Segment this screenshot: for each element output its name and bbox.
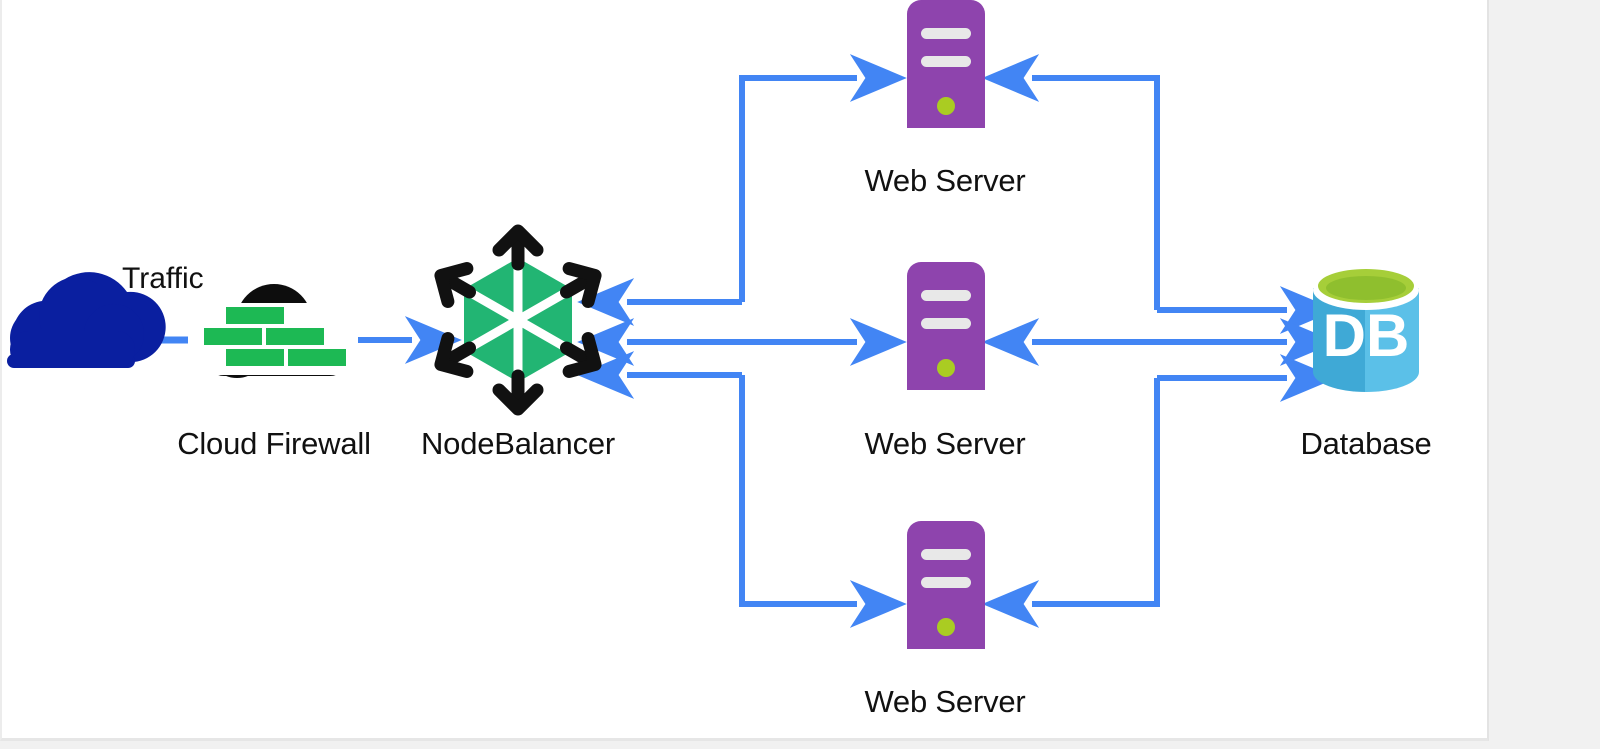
database-icon[interactable]: DB	[1313, 269, 1419, 392]
server-icon-2[interactable]	[907, 262, 985, 390]
database-badge-text: DB	[1323, 302, 1410, 369]
edge-db-to-server1	[982, 54, 1160, 310]
edge-balancer-to-server1	[739, 54, 907, 302]
web-server-3-label: Web Server	[864, 684, 1026, 719]
nodebalancer-label: NodeBalancer	[420, 426, 616, 461]
edge-db-to-server3	[982, 378, 1160, 628]
traffic-label: Traffic	[122, 262, 204, 295]
edge-balancer-to-server3	[739, 375, 907, 628]
connection-layer	[146, 54, 1337, 628]
cloud-firewall-label: Cloud Firewall	[177, 426, 371, 461]
firewall-icon[interactable]	[198, 284, 358, 378]
web-server-1-label: Web Server	[864, 163, 1026, 198]
architecture-diagram: DB	[7, 0, 1419, 649]
diagram-canvas: DB Traffic Cloud Firewall NodeBalancer W…	[0, 0, 1489, 741]
firewall-bricks	[198, 303, 358, 375]
server-icon-3[interactable]	[907, 521, 985, 649]
cloud-icon[interactable]	[7, 272, 166, 368]
nodebalancer-icon[interactable]	[431, 224, 604, 416]
database-label: Database	[1300, 426, 1432, 461]
server-icon-1[interactable]	[907, 0, 985, 128]
web-server-2-label: Web Server	[864, 426, 1026, 461]
